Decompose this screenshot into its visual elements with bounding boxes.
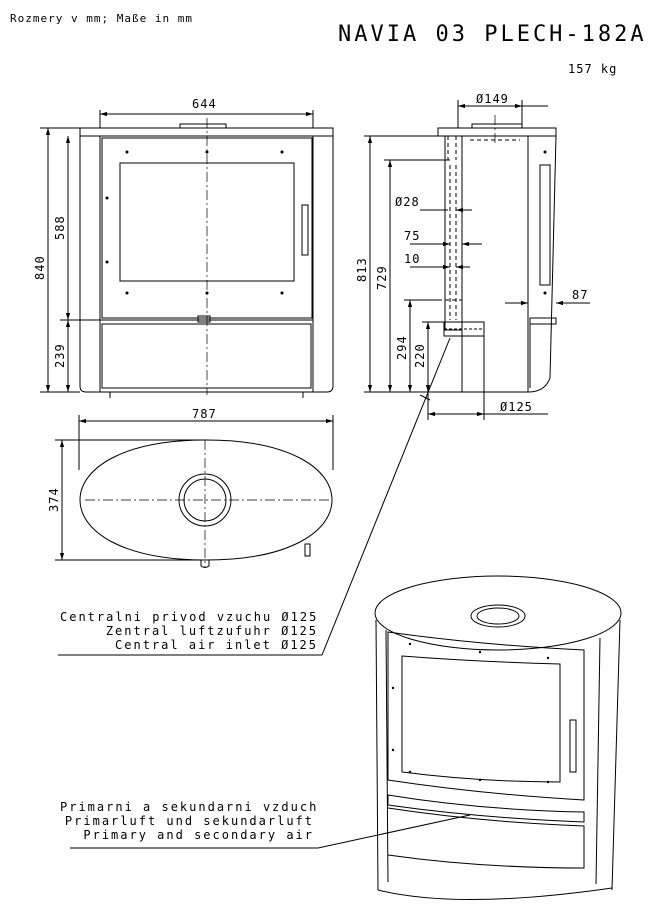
note-line: Primarluft und sekundarluft (64, 814, 314, 828)
leader-lines (58, 337, 471, 849)
dim-front-height-upper: 588 (53, 215, 67, 240)
dim-front-height-lower: 239 (53, 343, 67, 368)
note-line: Primary and secondary air (83, 828, 314, 842)
dim-side-height-220: 220 (413, 343, 427, 368)
side-view (364, 100, 590, 420)
note-central-air: Centralni privod vzuchu Ø125 Zentral luf… (60, 610, 318, 652)
note-line: Centralni privod vzuchu Ø125 (60, 610, 319, 624)
dim-front-width: 644 (192, 97, 217, 111)
dim-side-inlet-diameter: Ø125 (500, 400, 533, 414)
dim-top-depth: 374 (47, 487, 61, 512)
front-view (40, 110, 334, 398)
dim-side-10: 10 (404, 252, 420, 266)
dim-side-75: 75 (404, 229, 420, 243)
dim-side-height-total: 813 (355, 257, 369, 282)
dim-side-pipe-diameter: Ø28 (395, 195, 420, 209)
perspective-view (374, 575, 622, 900)
dim-side-flue-diameter: Ø149 (476, 92, 509, 106)
note-line: Primarni a sekundarni vzduch (60, 800, 319, 814)
drawing-title: NAVIA 03 PLECH-182A (338, 22, 647, 47)
dim-front-height-total: 840 (33, 255, 47, 280)
dim-side-height-flue: 729 (375, 265, 389, 290)
note-line: Zentral luftzufuhr Ø125 (105, 624, 318, 638)
dim-side-87: 87 (572, 288, 588, 302)
dim-top-width: 787 (192, 407, 217, 421)
top-view (55, 415, 334, 568)
weight-label: 157 kg (568, 62, 618, 76)
units-note: Rozmery v mm; Maße in mm (10, 12, 193, 25)
note-primary-air: Primarni a sekundarni vzduch Primarluft … (60, 800, 319, 842)
note-line: Central air inlet Ø125 (115, 638, 318, 652)
dim-side-height-294: 294 (395, 335, 409, 360)
